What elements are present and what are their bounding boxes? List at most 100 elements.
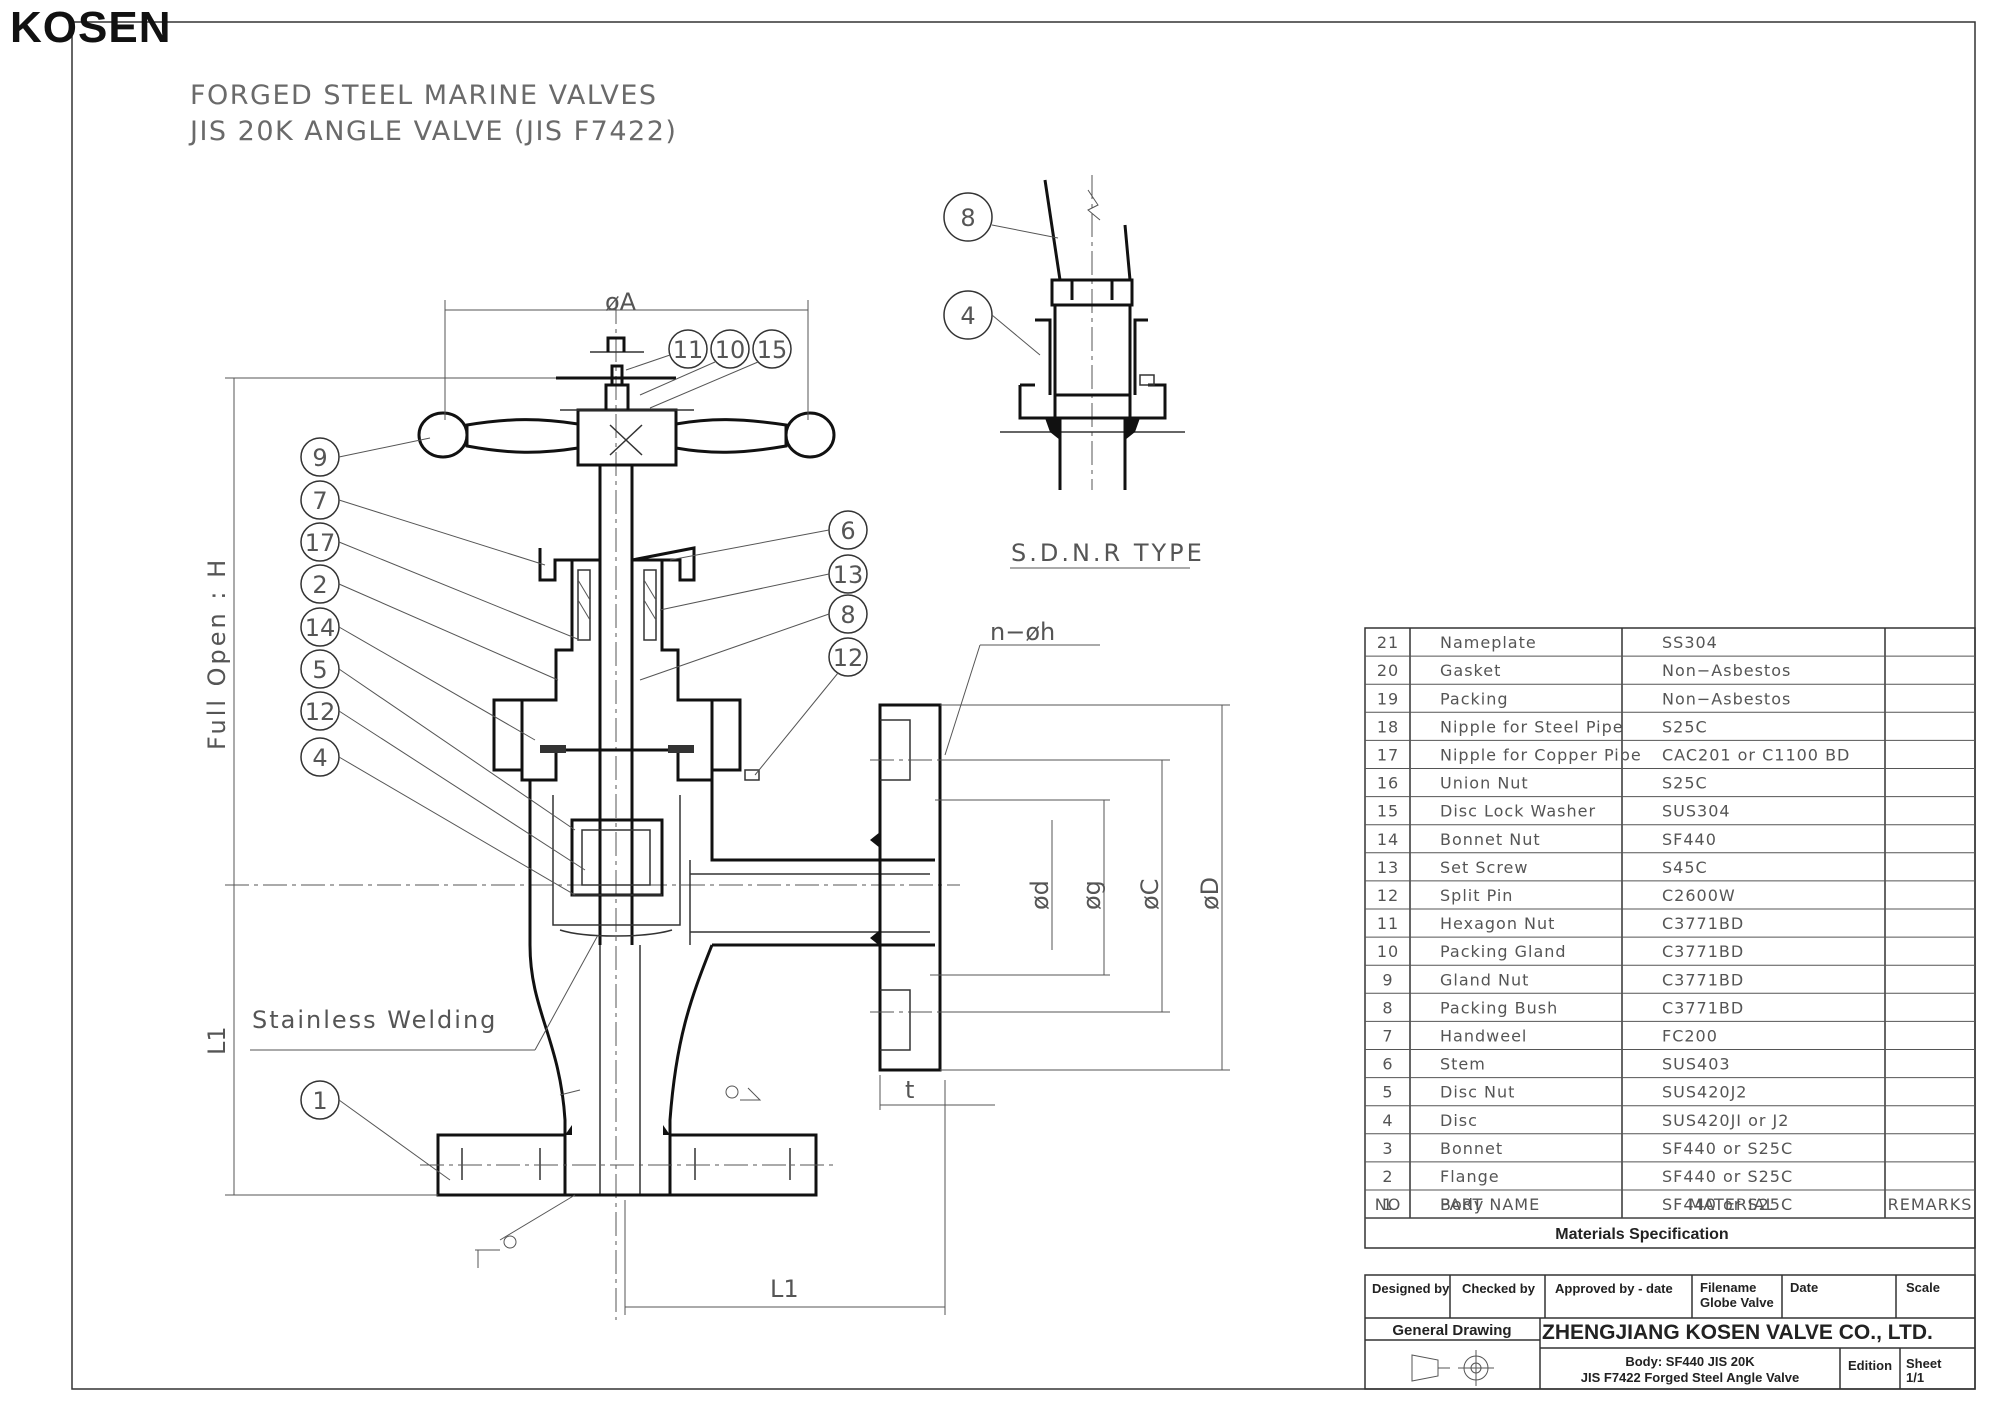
part-name: Union Nut bbox=[1440, 774, 1529, 793]
weld-symbol-top bbox=[725, 1085, 762, 1101]
part-no: 7 bbox=[1382, 1027, 1393, 1046]
tb-body-line2: JIS F7422 Forged Steel Angle Valve bbox=[1581, 1370, 1799, 1385]
part-name: Stem bbox=[1440, 1055, 1486, 1074]
svg-text:7: 7 bbox=[312, 487, 327, 515]
part-no: 1 bbox=[1382, 1195, 1393, 1214]
part-no: 11 bbox=[1377, 914, 1399, 933]
tb-filename-label: Filename bbox=[1700, 1280, 1756, 1295]
svg-text:15: 15 bbox=[757, 336, 788, 364]
balloon-13: 13 bbox=[659, 554, 868, 611]
part-no: 10 bbox=[1377, 942, 1399, 961]
part-material: SF440 bbox=[1662, 830, 1717, 849]
part-material: S25C bbox=[1662, 717, 1708, 736]
part-name: Bonnet bbox=[1440, 1139, 1503, 1158]
part-name: Hexagon Nut bbox=[1440, 914, 1555, 933]
part-no: 18 bbox=[1377, 717, 1399, 736]
part-material: SUS420J2 bbox=[1662, 1083, 1747, 1102]
dim-phi-d: ød bbox=[1026, 880, 1054, 910]
part-no: 21 bbox=[1377, 633, 1399, 652]
part-no: 12 bbox=[1377, 886, 1399, 905]
part-name: Disc bbox=[1440, 1111, 1478, 1130]
table-header-remarks: REMARKS bbox=[1888, 1195, 1973, 1214]
drawing-title-line1: FORGED STEEL MARINE VALVES bbox=[190, 80, 658, 111]
valve-section-view bbox=[225, 300, 960, 1320]
part-material: S45C bbox=[1662, 858, 1708, 877]
part-material: C3771BD bbox=[1662, 998, 1744, 1017]
drawing-title-line2: JIS 20K ANGLE VALVE (JIS F7422) bbox=[188, 116, 677, 147]
company-logo: KOSEN bbox=[10, 3, 171, 52]
table-header-material: MATERIAL bbox=[1688, 1195, 1775, 1214]
part-material: SUS420JI or J2 bbox=[1662, 1111, 1789, 1130]
svg-text:6: 6 bbox=[840, 517, 855, 545]
part-material: FC200 bbox=[1662, 1027, 1718, 1046]
dim-l1-horizontal: L1 bbox=[770, 1275, 799, 1303]
part-name: Split Pin bbox=[1440, 886, 1513, 905]
tb-scale: Scale bbox=[1906, 1280, 1940, 1295]
part-no: 2 bbox=[1382, 1167, 1393, 1186]
part-name: Packing Gland bbox=[1440, 942, 1567, 961]
svg-text:13: 13 bbox=[833, 561, 864, 589]
tb-company: ZHENGJIANG KOSEN VALVE CO., LTD. bbox=[1542, 1321, 1933, 1344]
svg-text:4: 4 bbox=[312, 744, 327, 772]
svg-text:12: 12 bbox=[833, 644, 864, 672]
dim-phi-c: øC bbox=[1136, 879, 1164, 910]
part-material: SF440 or S25C bbox=[1662, 1167, 1793, 1186]
dim-full-open-h: Full Open : H bbox=[203, 557, 231, 750]
part-material: CAC201 or C1100 BD bbox=[1662, 746, 1850, 765]
svg-text:5: 5 bbox=[312, 656, 327, 684]
svg-text:17: 17 bbox=[305, 529, 336, 557]
balloon-12-left: 12 bbox=[300, 691, 586, 871]
part-no: 6 bbox=[1382, 1055, 1393, 1074]
welding-note: Stainless Welding bbox=[252, 1006, 497, 1034]
dim-phi-g: øg bbox=[1078, 880, 1106, 910]
part-material: SUS403 bbox=[1662, 1055, 1731, 1074]
dim-l1-vertical: L1 bbox=[203, 1026, 231, 1055]
part-material: Non−Asbestos bbox=[1662, 689, 1791, 708]
dim-phi-upper-d: øD bbox=[1196, 877, 1224, 910]
balloon-6: 6 bbox=[669, 510, 868, 561]
part-no: 14 bbox=[1377, 830, 1399, 849]
tb-sheet-label: Sheet bbox=[1906, 1356, 1942, 1371]
tb-drawing-type: General Drawing bbox=[1392, 1322, 1511, 1339]
part-name: Set Screw bbox=[1440, 858, 1528, 877]
balloon-4: 4 bbox=[300, 737, 576, 896]
part-no: 17 bbox=[1377, 746, 1399, 765]
part-name: Handweel bbox=[1440, 1027, 1527, 1046]
part-name: Disc Lock Washer bbox=[1440, 802, 1596, 821]
part-material: SF440 or S25C bbox=[1662, 1195, 1793, 1214]
svg-text:8: 8 bbox=[840, 601, 855, 629]
part-no: 8 bbox=[1382, 998, 1393, 1017]
part-name: Nipple for Copper Pipe bbox=[1440, 746, 1642, 765]
part-no: 20 bbox=[1377, 661, 1399, 680]
part-material: C2600W bbox=[1662, 886, 1736, 905]
balloon-12-right: 12 bbox=[754, 637, 868, 776]
part-no: 19 bbox=[1377, 689, 1399, 708]
weld-symbol-bottom bbox=[475, 1235, 517, 1268]
balloon-11: 11 bbox=[625, 329, 708, 371]
part-material: C3771BD bbox=[1662, 914, 1744, 933]
table-caption: Materials Specification bbox=[1555, 1226, 1728, 1243]
balloon-2: 2 bbox=[300, 564, 559, 681]
tb-body-line1: Body: SF440 JIS 20K bbox=[1625, 1354, 1755, 1369]
part-material: S25C bbox=[1662, 774, 1708, 793]
part-no: 5 bbox=[1382, 1083, 1393, 1102]
svg-text:12: 12 bbox=[305, 698, 336, 726]
balloon-8: 8 bbox=[639, 594, 868, 681]
part-material: C3771BD bbox=[1662, 970, 1744, 989]
tb-designed-by: Designed by bbox=[1372, 1281, 1450, 1296]
part-name: Nipple for Steel Pipe bbox=[1440, 717, 1624, 736]
part-no: 15 bbox=[1377, 802, 1399, 821]
tb-date: Date bbox=[1790, 1280, 1818, 1295]
part-no: 13 bbox=[1377, 858, 1399, 877]
part-no: 9 bbox=[1382, 970, 1393, 989]
svg-text:1: 1 bbox=[312, 1087, 327, 1115]
part-name: Body bbox=[1440, 1195, 1484, 1214]
balloon-5: 5 bbox=[300, 649, 576, 831]
svg-text:14: 14 bbox=[305, 614, 336, 642]
balloon-7: 7 bbox=[300, 480, 546, 566]
dimension-lines bbox=[225, 300, 1230, 1315]
balloon-9: 9 bbox=[300, 437, 431, 477]
part-name: Gland Nut bbox=[1440, 970, 1529, 989]
materials-table: NO PART NAME MATERIAL REMARKS Materials … bbox=[1364, 627, 1976, 1249]
